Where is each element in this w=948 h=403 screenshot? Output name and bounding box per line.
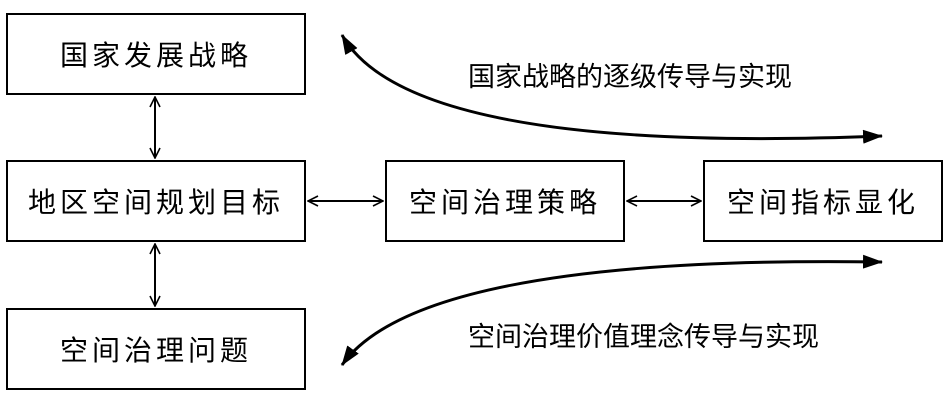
node-governance-strategy: 空间治理策略 bbox=[385, 160, 625, 242]
node-spatial-index: 空间指标显化 bbox=[703, 160, 943, 242]
node-governance-problem-label: 空间治理问题 bbox=[59, 334, 252, 367]
curve-arrow-top bbox=[340, 34, 883, 144]
caption-top: 国家战略的逐级传导与实现 bbox=[468, 62, 792, 93]
node-national-strategy-label: 国家发展战略 bbox=[59, 39, 252, 72]
node-governance-problem: 空间治理问题 bbox=[6, 308, 306, 390]
node-national-strategy: 国家发展战略 bbox=[6, 13, 306, 95]
node-governance-strategy-label: 空间治理策略 bbox=[408, 186, 601, 219]
node-spatial-index-label: 空间指标显化 bbox=[726, 186, 919, 219]
node-regional-goal-label: 地区空间规划目标 bbox=[27, 186, 284, 219]
node-regional-goal: 地区空间规划目标 bbox=[6, 160, 306, 242]
caption-bottom: 空间治理价值理念传导与实现 bbox=[468, 322, 819, 353]
curve-arrow-bottom bbox=[340, 254, 883, 366]
